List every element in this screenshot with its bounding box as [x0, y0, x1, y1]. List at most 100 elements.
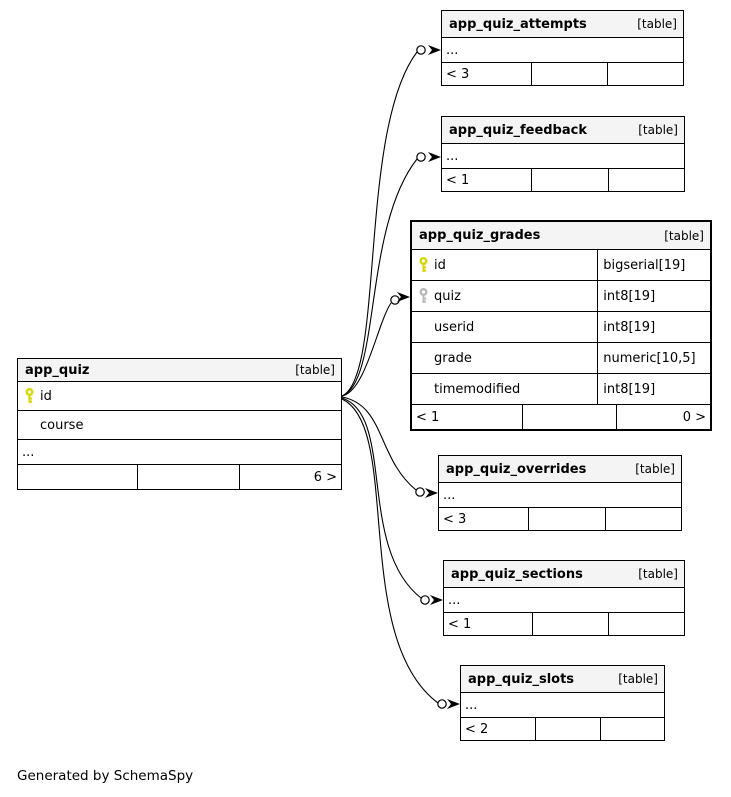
primary-key-icon [18, 388, 40, 404]
column-type: numeric[10,5] [603, 350, 696, 366]
parent-count-cell: < 1 [444, 613, 534, 635]
zero-or-one-circle [420, 595, 430, 605]
parent-count-cell: < 3 [439, 508, 529, 530]
footer-cell [532, 63, 608, 85]
zero-or-one-circle [437, 699, 447, 709]
footer-cell [536, 718, 601, 740]
foreign-key-icon [412, 288, 434, 304]
table-footer: < 2 [461, 718, 664, 740]
table-header: app_quiz [table] [18, 359, 341, 382]
table-node-app-quiz-grades[interactable]: app_quiz_grades [table] id bigserial[19]… [410, 220, 712, 431]
column-type: int8[19] [603, 381, 656, 397]
zero-or-one-circle [416, 45, 426, 55]
hidden-columns-row: ... [444, 588, 684, 613]
column-row-timemodified: timemodified int8[19] [412, 374, 710, 405]
footer-cell [606, 508, 682, 530]
table-type-tag: [table] [295, 363, 335, 377]
table-type-tag: [table] [618, 672, 658, 686]
column-name: id [434, 257, 446, 273]
footer-cell [601, 718, 664, 740]
parent-count-cell: < 1 [442, 169, 532, 191]
column-name-cell: grade [412, 343, 599, 373]
table-name: app_quiz_slots [468, 671, 575, 687]
column-type: int8[19] [603, 319, 656, 335]
table-type-tag: [table] [635, 462, 675, 476]
table-type-tag: [table] [664, 228, 704, 243]
footer-cell [523, 405, 617, 429]
table-header: app_quiz_grades [table] [412, 222, 710, 250]
relationship-line [341, 398, 439, 704]
table-node-app-quiz-slots[interactable]: app_quiz_slots [table] ... < 2 [460, 665, 665, 741]
table-header: app_quiz_slots [table] [461, 666, 664, 693]
relationship-quiz-grades [341, 292, 410, 397]
zero-or-one-circle [415, 487, 425, 497]
table-node-app-quiz-sections[interactable]: app_quiz_sections [table] ... < 1 [443, 560, 685, 636]
table-name: app_quiz [25, 362, 90, 378]
arrowhead-icon [397, 292, 410, 302]
table-footer: < 1 [442, 169, 684, 191]
table-type-tag: [table] [637, 17, 677, 31]
column-name-cell: userid [412, 312, 599, 342]
child-count-cell: 6 > [313, 469, 337, 485]
hidden-columns-row: ... [442, 38, 683, 63]
parent-count-cell: < 3 [442, 63, 532, 85]
column-type: int8[19] [603, 288, 656, 304]
arrowhead-icon [428, 45, 441, 55]
footer-cell [608, 63, 683, 85]
table-node-app-quiz-overrides[interactable]: app_quiz_overrides [table] ... < 3 [438, 455, 682, 531]
table-name: app_quiz_grades [419, 228, 541, 243]
table-header: app_quiz_sections [table] [444, 561, 684, 588]
table-footer: < 3 [439, 508, 681, 530]
arrowhead-icon [425, 488, 438, 498]
column-row-course: course [18, 411, 341, 440]
arrowhead-icon [428, 152, 441, 162]
footer-cell [533, 613, 610, 635]
hidden-columns-row: ... [18, 440, 341, 465]
column-name-cell: id [18, 382, 52, 410]
primary-key-icon [412, 257, 434, 273]
parent-count-cell: < 1 [412, 405, 523, 429]
hidden-columns-row: ... [461, 693, 664, 718]
footer-cell [18, 465, 139, 489]
table-name: app_quiz_attempts [449, 16, 587, 32]
column-row-id: id bigserial[19] [412, 250, 710, 281]
column-name: userid [434, 319, 475, 335]
table-node-app-quiz-attempts[interactable]: app_quiz_attempts [table] ... < 3 [441, 10, 684, 86]
hidden-columns-row: ... [439, 483, 681, 508]
table-type-tag: [table] [638, 567, 678, 581]
table-header: app_quiz_overrides [table] [439, 456, 681, 483]
column-name: grade [434, 350, 472, 366]
footer-cell [532, 169, 609, 191]
table-footer: < 1 0 > [412, 405, 710, 429]
table-footer: 6 > [18, 465, 341, 489]
relationship-line [341, 302, 392, 397]
arrowhead-icon [447, 699, 460, 709]
column-name-cell: course [18, 411, 83, 439]
footer-cell [609, 613, 684, 635]
column-name: course [40, 417, 84, 433]
table-node-app-quiz[interactable]: app_quiz [table] id course ... 6 > [17, 358, 342, 490]
column-name: quiz [434, 288, 461, 304]
column-name-cell: quiz [412, 281, 599, 311]
table-node-app-quiz-feedback[interactable]: app_quiz_feedback [table] ... < 1 [441, 116, 685, 192]
column-name-cell: id [412, 250, 599, 280]
child-count-cell: 0 > [682, 409, 706, 425]
table-type-tag: [table] [638, 123, 678, 137]
table-header: app_quiz_feedback [table] [442, 117, 684, 144]
table-name: app_quiz_sections [451, 566, 583, 582]
footer-cell [138, 465, 241, 489]
column-row-grade: grade numeric[10,5] [412, 343, 710, 374]
zero-or-one-circle [416, 152, 426, 162]
parent-count-cell: < 2 [461, 718, 537, 740]
hidden-columns-row: ... [442, 144, 684, 169]
relationship-line [341, 158, 418, 397]
table-footer: < 3 [442, 63, 683, 85]
column-row-id: id [18, 382, 341, 411]
relationship-quiz-slots [341, 398, 460, 709]
column-name: timemodified [434, 381, 521, 397]
arrowhead-icon [430, 595, 443, 605]
relationship-line [341, 51, 418, 397]
table-footer: < 1 [444, 613, 684, 635]
column-row-quiz: quiz int8[19] [412, 281, 710, 312]
column-row-userid: userid int8[19] [412, 312, 710, 343]
